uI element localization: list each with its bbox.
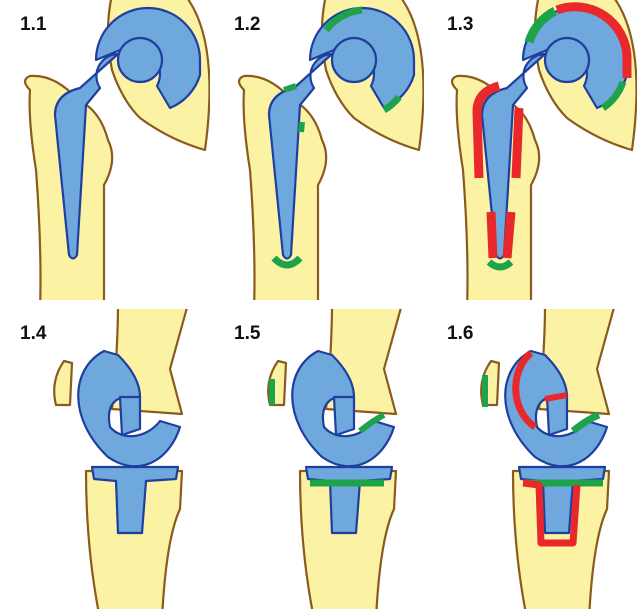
loosening-femoral-peg: [544, 392, 568, 402]
loosening-cup: [555, 2, 632, 78]
loosening-femoral-front: [512, 350, 538, 430]
femoral-peg: [545, 395, 569, 437]
knee-implant-figure: [267, 309, 402, 609]
integration-femoral: [358, 412, 386, 434]
tibia-bone: [298, 469, 398, 609]
panel-hip-3: 1.3: [427, 0, 637, 300]
loosening-stem-left-upper: [472, 81, 501, 179]
panel-knee-1: 1.4: [0, 309, 210, 609]
tibial-component: [90, 465, 180, 535]
panel-knee-3: 1.6: [427, 309, 637, 609]
knee-base-layer: [480, 309, 615, 609]
loosening-stem-right-lower: [502, 211, 516, 259]
panel-label: 1.6: [447, 323, 474, 344]
loosening-stem-left-lower: [486, 211, 498, 259]
knee-implant-figure: [480, 309, 615, 609]
femoral-stem: [267, 52, 334, 260]
integration-cup-bottom: [382, 94, 402, 114]
integration-stem-side: [298, 121, 305, 133]
femoral-head: [330, 36, 378, 84]
hip-overlay-layer: [472, 2, 632, 271]
integration-stem-tip: [486, 259, 514, 271]
loosening-tibial: [522, 479, 581, 547]
panel-knee-2: 1.5: [214, 309, 424, 609]
knee-base-layer: [53, 309, 188, 609]
panel-label: 1.1: [20, 14, 47, 35]
panel-hip-1: 1.1: [0, 0, 210, 300]
knee-implant-figure: [53, 309, 188, 609]
femoral-stem: [480, 52, 547, 260]
integration-stem-tip: [271, 255, 303, 269]
knee-overlay-layer: [269, 379, 386, 487]
hip-implant-figure: [450, 0, 637, 300]
patella-bone: [53, 359, 74, 407]
loosening-stem-right-upper: [511, 107, 524, 179]
panel-label: 1.5: [234, 323, 261, 344]
femoral-head: [116, 36, 164, 84]
hip-base-layer: [237, 0, 424, 300]
hip-base-layer: [23, 0, 210, 300]
hip-implant-figure: [23, 0, 210, 300]
femoral-stem: [53, 52, 120, 260]
knee-overlay-layer: [482, 350, 603, 547]
femoral-peg: [332, 395, 356, 437]
integration-cup-bottom: [600, 80, 627, 111]
integration-stem-neck: [283, 83, 297, 93]
hip-overlay-layer: [271, 6, 402, 269]
knee-base-layer: [267, 309, 402, 609]
integration-cup-top: [524, 6, 558, 44]
panel-hip-2: 1.2: [214, 0, 424, 300]
integration-femoral: [570, 411, 601, 434]
integration-cup-top: [323, 6, 363, 33]
hip-implant-figure: [237, 0, 424, 300]
femoral-peg: [118, 395, 142, 437]
panel-label: 1.2: [234, 14, 261, 35]
panel-label: 1.3: [447, 14, 474, 35]
panel-label: 1.4: [20, 323, 47, 344]
femoral-head: [543, 36, 591, 84]
tibia-bone: [84, 469, 184, 609]
